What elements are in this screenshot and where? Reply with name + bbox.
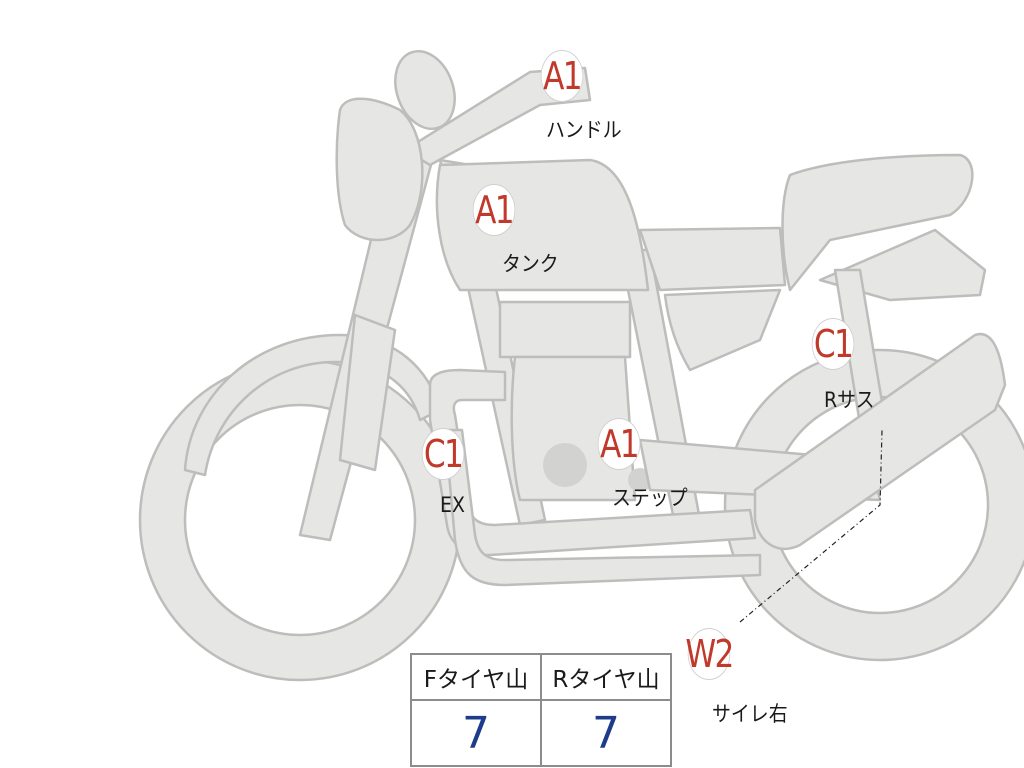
marker-tank-caption: タンク — [502, 252, 559, 276]
tire-tread-table: Fタイヤ山 Rタイヤ山 7 7 — [410, 653, 672, 767]
marker-step-caption: ステップ — [612, 486, 688, 510]
marker-muffler-caption: サイレ右 — [712, 702, 788, 726]
seat-front — [638, 226, 787, 292]
marker-handle-caption: ハンドル — [546, 118, 622, 142]
muffler — [753, 332, 1007, 551]
front-tire-tread-value: 7 — [410, 699, 542, 767]
front-wheel — [138, 358, 462, 682]
marker-rear-suspension-code: C1 — [811, 318, 855, 370]
marker-rear-suspension-caption: Rサス — [824, 388, 875, 412]
front-tire-tread-label: Fタイヤ山 — [410, 653, 542, 701]
handle-grip — [394, 49, 456, 131]
marker-exhaust-code: C1 — [421, 428, 465, 480]
exhaust-pipe-lower — [443, 428, 762, 587]
marker-tank-code: A1 — [472, 184, 516, 236]
marker-step-code: A1 — [597, 418, 641, 470]
muffler-leader-line — [739, 429, 883, 623]
rear-tire-tread-label: Rタイヤ山 — [540, 653, 672, 701]
side-cover — [663, 288, 782, 372]
rear-tire-tread-value: 7 — [540, 699, 672, 767]
seat-rear — [781, 153, 974, 292]
marker-exhaust-caption: EX — [440, 493, 465, 517]
marker-handle-code: A1 — [540, 50, 584, 102]
headlight — [335, 97, 424, 242]
marker-muffler-code: W2 — [685, 628, 734, 680]
fork-guard — [338, 313, 397, 472]
